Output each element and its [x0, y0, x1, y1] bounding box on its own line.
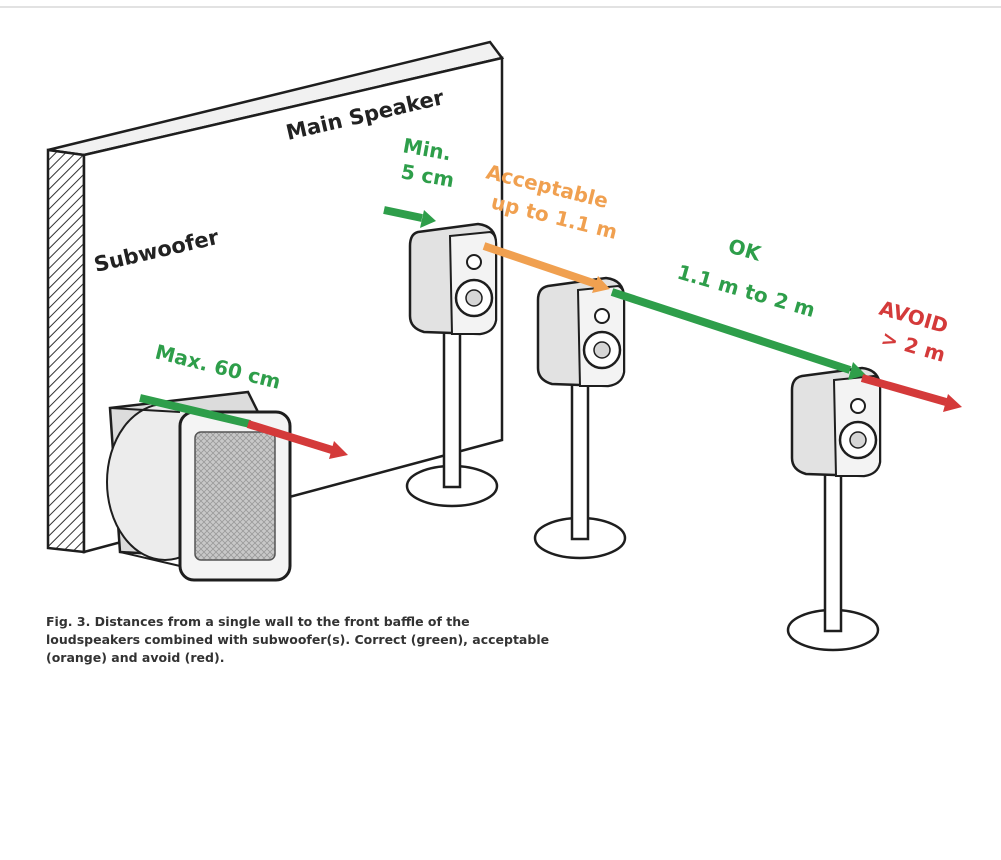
caption-line-2: loudspeakers combined with subwoofer(s).… [46, 632, 550, 647]
arrow-sub-avoid-red [246, 420, 348, 459]
subwoofer-box [106, 390, 292, 582]
stand-1 [405, 323, 499, 508]
arrow-acceptable-orange [482, 242, 610, 293]
speaker-3 [790, 366, 882, 478]
label-ok-line1: OK [726, 234, 765, 266]
label-ok-line2: 1.1 m to 2 m [675, 260, 818, 322]
arrow-sub-max-green [139, 394, 251, 428]
stand-3 [786, 466, 880, 652]
stand-2 [533, 376, 627, 560]
speaker-2 [536, 276, 626, 388]
speaker-1 [408, 222, 498, 336]
arrow-min-green [383, 206, 436, 228]
arrow-avoid-red [860, 374, 962, 412]
figure-caption: Fig. 3. Distances from a single wall to … [46, 613, 726, 667]
top-divider [0, 6, 1001, 8]
caption-line-1: Fig. 3. Distances from a single wall to … [46, 614, 470, 629]
arrow-ok-green [610, 288, 866, 380]
caption-line-3: (orange) and avoid (red). [46, 650, 225, 665]
